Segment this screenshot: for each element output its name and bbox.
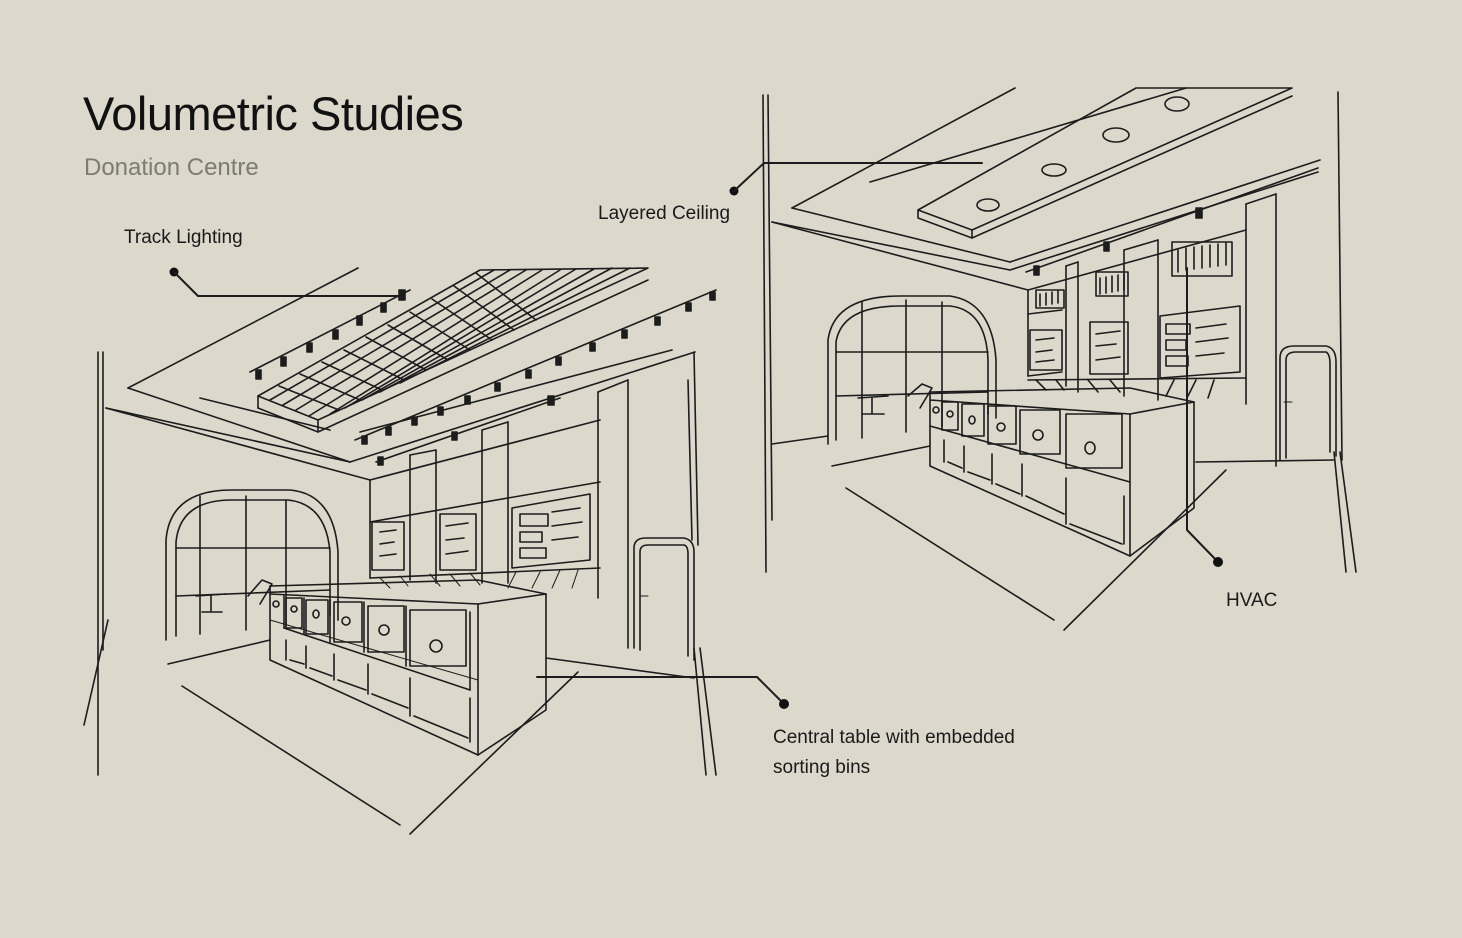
page-title: Volumetric Studies	[83, 87, 464, 140]
grid-ceiling	[257, 267, 649, 433]
right-sketch	[729, 87, 1357, 631]
central-table	[269, 579, 547, 756]
callout-track-lighting: Track Lighting	[124, 227, 243, 248]
page-subtitle: Donation Centre	[84, 154, 259, 181]
layered-ceiling-panel	[869, 87, 1293, 239]
callout-central-table-line2: sorting bins	[773, 757, 871, 778]
left-sketch	[83, 267, 789, 835]
callout-central-table-line1: Central table with embedded	[773, 727, 1015, 748]
central-table-right	[929, 387, 1195, 557]
hvac-vents	[1035, 241, 1233, 309]
track-lights	[249, 289, 717, 466]
callout-hvac: HVAC	[1226, 590, 1278, 611]
callout-layered-ceiling: Layered Ceiling	[598, 203, 731, 224]
